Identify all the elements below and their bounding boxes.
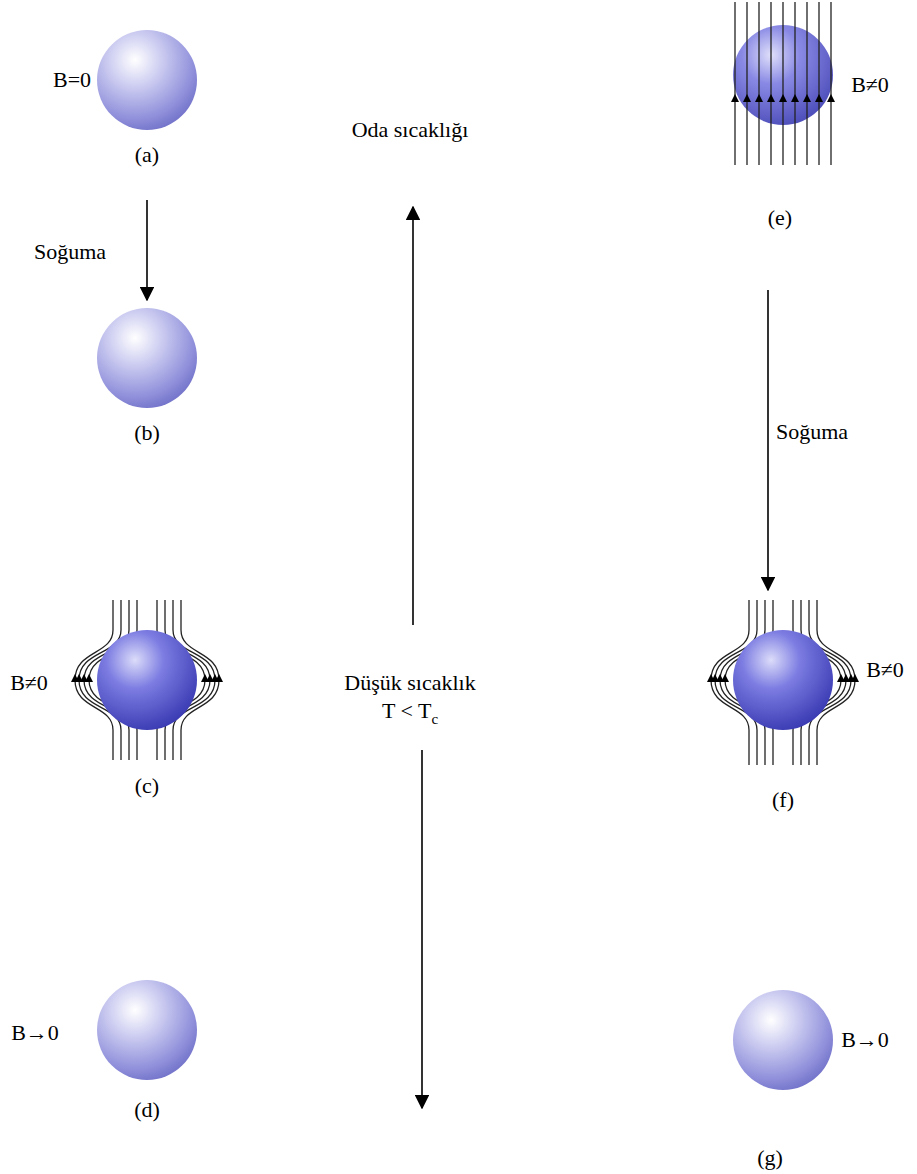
sphere-node: B→0 (g)	[725, 985, 910, 1173]
field-lines	[735, 2, 831, 165]
sphere-node: B≠0 (e)	[725, 0, 910, 290]
sphere-node: B→0 (d)	[5, 975, 205, 1130]
sphere-node: (b)	[95, 300, 205, 450]
sphere-node: B≠0 (c)	[5, 600, 250, 805]
sphere-node: B≠0 (f)	[705, 590, 915, 815]
panel-letter: (d)	[134, 1097, 160, 1122]
panel-letter: (b)	[134, 420, 160, 445]
temperature-arrow	[421, 750, 423, 1108]
cooling-arrow	[146, 200, 148, 300]
field-label: B≠0	[866, 657, 904, 682]
temperature-condition: T < Tc	[382, 698, 438, 728]
sphere	[97, 980, 197, 1080]
field-label: B≠0	[851, 72, 889, 97]
field-lines	[711, 600, 855, 765]
field-label: B≠0	[10, 670, 48, 695]
critical-subscript: c	[431, 711, 438, 727]
field-arrowheads	[731, 94, 835, 102]
panel-letter: (c)	[135, 773, 159, 798]
sphere	[733, 990, 833, 1090]
field-lines	[75, 600, 219, 760]
sphere	[97, 630, 197, 730]
temperature-label: Oda sıcaklığı	[352, 117, 469, 142]
sphere	[97, 30, 197, 130]
panel-letter: (e)	[768, 205, 792, 230]
field-label: B→0	[11, 1020, 59, 1045]
edge-label: Soğuma	[774, 419, 850, 444]
field-label: B=0	[53, 67, 91, 92]
panel-letter: (g)	[757, 1145, 783, 1170]
temperature-arrow	[412, 207, 414, 625]
panel-letter: (a)	[135, 142, 159, 167]
sphere	[97, 308, 197, 408]
sphere	[733, 630, 833, 730]
temperature-condition-main: T < T	[382, 698, 432, 723]
sphere-node: B=0 (a)	[40, 25, 205, 200]
cooling-arrow	[767, 290, 769, 590]
panel-letter: (f)	[772, 787, 794, 812]
temperature-label: Düşük sıcaklık	[344, 670, 475, 695]
field-label: B→0	[841, 1027, 889, 1052]
edge-label: Soğuma	[32, 239, 108, 264]
